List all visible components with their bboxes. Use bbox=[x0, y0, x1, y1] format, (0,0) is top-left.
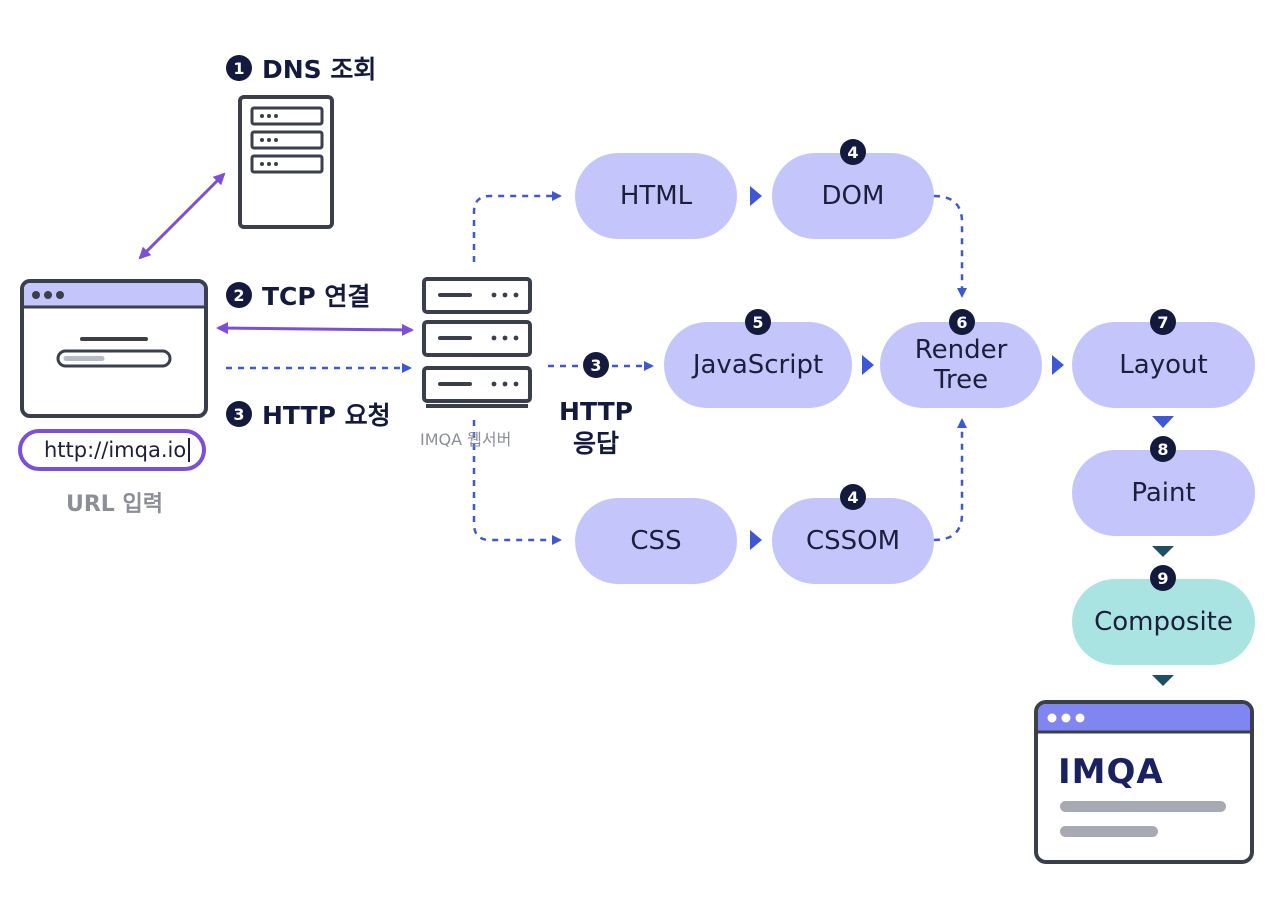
step-number-badge: 2 bbox=[226, 282, 252, 308]
step-number-badge: 1 bbox=[226, 55, 252, 81]
result-brand-logo: IMQA bbox=[1058, 752, 1164, 792]
web-server-icon bbox=[422, 277, 532, 408]
dns-server-icon bbox=[238, 95, 334, 229]
text-cursor bbox=[188, 438, 191, 462]
render-tree-line-1: Render bbox=[914, 335, 1008, 365]
step-http-request-text: HTTP 요청 bbox=[262, 401, 391, 430]
node-composite: Composite bbox=[1072, 579, 1255, 665]
node-render-tree-badge: 6 bbox=[949, 309, 975, 335]
step-tcp-label: 2 TCP 연결 bbox=[226, 277, 370, 313]
render-tree-line-2: Tree bbox=[933, 365, 989, 395]
step-dns-label: 1 DNS 조회 bbox=[226, 50, 376, 86]
flow-triangles-dark bbox=[1152, 546, 1174, 686]
step-http-response-text: HTTP 응답 bbox=[550, 396, 642, 460]
node-dom: DOM bbox=[772, 153, 934, 239]
tcp-arrow bbox=[216, 322, 414, 336]
step-dns-text: DNS 조회 bbox=[262, 55, 377, 84]
node-javascript-badge: 5 bbox=[745, 309, 771, 335]
step-tcp-text: TCP 연결 bbox=[262, 282, 371, 311]
server-to-html-arrow bbox=[472, 191, 562, 262]
browser-icon bbox=[20, 279, 208, 418]
step-http-response-badge: 3 bbox=[583, 352, 609, 378]
web-server-caption: IMQA 웹서버 bbox=[420, 430, 512, 449]
cssom-to-render-arrow bbox=[933, 418, 967, 542]
node-javascript: JavaScript bbox=[664, 322, 852, 408]
node-layout: Layout bbox=[1072, 322, 1255, 408]
dom-to-render-arrow bbox=[933, 194, 967, 298]
flow-triangles bbox=[750, 186, 1174, 550]
http-response-line-2: 응답 bbox=[572, 429, 619, 458]
node-render-tree: Render Tree bbox=[880, 322, 1042, 408]
node-paint-badge: 8 bbox=[1150, 436, 1176, 462]
http-response-line-1: HTTP bbox=[559, 397, 633, 426]
url-input-caption: URL 입력 bbox=[66, 492, 163, 517]
node-layout-badge: 7 bbox=[1150, 309, 1176, 335]
node-cssom: CSSOM bbox=[772, 498, 934, 584]
node-paint: Paint bbox=[1072, 450, 1255, 536]
node-css: CSS bbox=[575, 498, 737, 584]
node-cssom-badge: 4 bbox=[840, 484, 866, 510]
result-window-icon bbox=[1034, 700, 1254, 864]
step-number-badge: 3 bbox=[226, 401, 252, 427]
step-http-request-label: 3 HTTP 요청 bbox=[226, 396, 391, 432]
node-html: HTML bbox=[575, 153, 737, 239]
url-input-value: http://imqa.io bbox=[44, 438, 187, 462]
node-dom-badge: 4 bbox=[840, 139, 866, 165]
node-composite-badge: 9 bbox=[1150, 565, 1176, 591]
url-input[interactable]: http://imqa.io bbox=[18, 429, 206, 471]
dns-arrow bbox=[138, 172, 226, 260]
